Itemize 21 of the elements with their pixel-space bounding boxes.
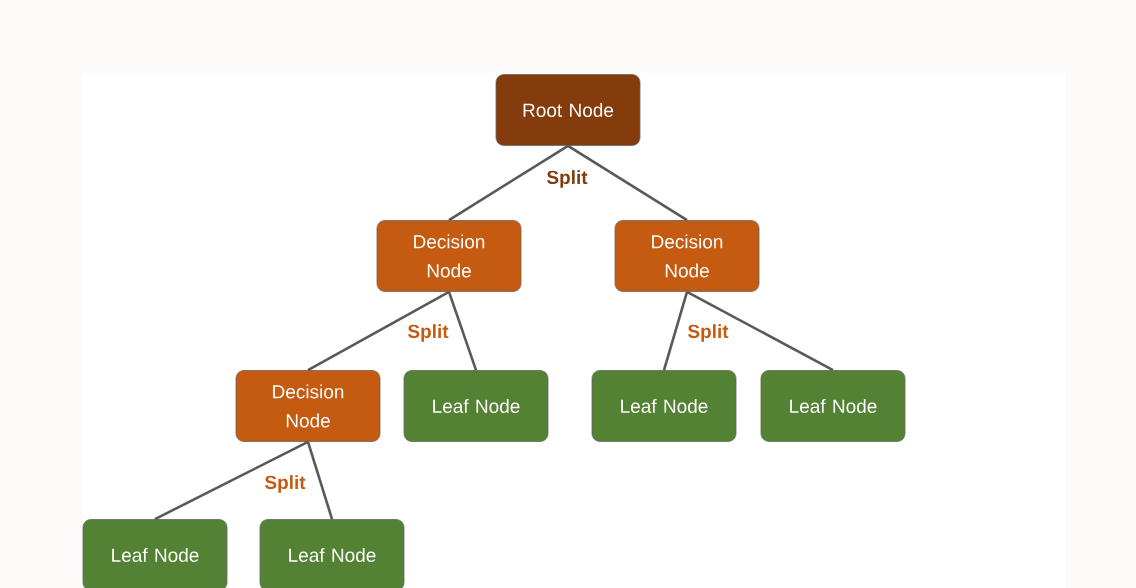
connector-line xyxy=(686,290,834,372)
leaf-node-box: Leaf Node xyxy=(591,370,737,442)
connector-line xyxy=(154,440,309,521)
split-label: Split xyxy=(265,475,306,493)
leaf-node-box: Leaf Node xyxy=(259,519,405,588)
decision-node-box: Decision Node xyxy=(376,220,522,292)
leaf-node-box: Leaf Node xyxy=(403,370,549,442)
root-node-box: Root Node xyxy=(495,74,641,146)
split-label: Split xyxy=(687,324,729,342)
leaf-node-box: Leaf Node xyxy=(82,519,228,588)
connector-line xyxy=(662,291,689,371)
split-label: Split xyxy=(546,170,588,188)
split-label: Split xyxy=(407,324,449,342)
connector-line xyxy=(448,144,569,222)
connector-line xyxy=(307,290,450,372)
decision-node-box: Decision Node xyxy=(614,220,760,292)
connector-line xyxy=(567,144,688,222)
leaf-node-box: Leaf Node xyxy=(760,370,906,442)
decision-node-box: Decision Node xyxy=(235,370,381,442)
connector-line xyxy=(306,441,334,520)
connector-line xyxy=(447,291,478,371)
